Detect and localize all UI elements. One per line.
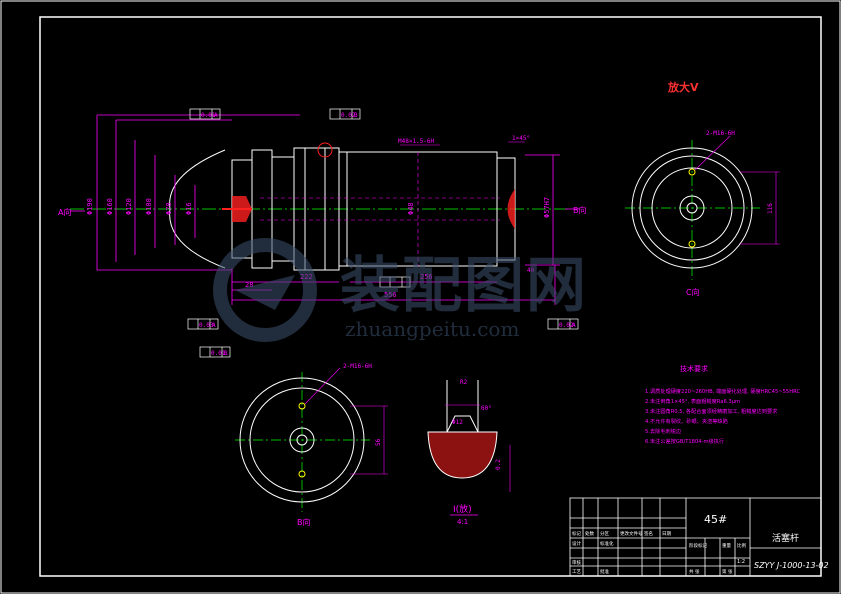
svg-text:0.01: 0.01 [211, 350, 226, 357]
detail-dim-b: Φ12 [452, 419, 463, 426]
svg-text:A: A [212, 322, 216, 329]
tb-designer: 设计 [572, 540, 581, 547]
dim-d-mid: Φ48 [407, 202, 415, 215]
detail-dim-c: 0.2 [495, 459, 502, 470]
title-drawing-no: SZYY J-1000-13-02 [754, 561, 829, 570]
view-b-dim: 56 [375, 438, 382, 446]
note-1: 1.调质处理硬度220~260HB, 端面硬化处理, 硬度HRC45~55HRC [645, 387, 800, 395]
left-dimension-lines [96, 114, 560, 305]
tb-sheet-total: 共 张 [689, 568, 700, 575]
dim-d-left3: Φ70 [165, 202, 173, 215]
view-v-title: 放大V [667, 80, 699, 94]
title-part-name: 活塞杆 [772, 532, 799, 544]
dim-d-tail: Φ100 [145, 198, 153, 215]
note-5: 5.去除毛刺锐边 [645, 427, 682, 435]
view-v-dim: 116 [767, 203, 774, 214]
tb-sheet-no: 第 张 [722, 568, 733, 575]
dim-d-outer: Φ120 [125, 198, 133, 215]
detail-i-label: I(放) [453, 503, 472, 515]
tb-checker: 审核 [572, 559, 581, 566]
tb-std: 标准化 [600, 540, 614, 547]
dim-d-left1: Φ190 [86, 198, 94, 215]
tb-mark: 标记 [572, 530, 581, 537]
detail-circle-i [317, 142, 333, 158]
dim-l-total: 556 [384, 291, 397, 299]
dim-d-left2: Φ160 [106, 198, 114, 215]
section-a-arrow-label: A向 [58, 207, 71, 217]
dim-l-c: 256 [420, 273, 433, 281]
inner-frame [39, 16, 822, 577]
tb-stage: 阶段标记 [689, 542, 707, 549]
dim-l-d: 40 [527, 267, 535, 274]
right-thread-section [507, 189, 515, 229]
tb-sign: 签名 [644, 530, 653, 537]
view-v: 放大V 2-M16-6H 116 C向 [625, 80, 780, 297]
title-material: 45# [704, 513, 727, 526]
left-flange-arc [169, 149, 226, 269]
tolerance-frame-left: 0.03 A [187, 318, 219, 330]
tb-process: 工艺 [572, 569, 581, 575]
dim-d-small: Φ16 [185, 202, 193, 215]
main-view: Φ190 Φ160 Φ120 Φ100 Φ70 Φ16 Φ48 Φ57H7 55… [58, 108, 587, 358]
tolerance-frame-mid: 0.02 B [329, 108, 361, 120]
dim-l-a: 28 [245, 281, 253, 289]
technical-notes: 技术要求 1.调质处理硬度220~260HB, 端面硬化处理, 硬度HRC45~… [645, 364, 800, 445]
svg-text:B: B [224, 350, 228, 357]
svg-text:0.02: 0.02 [341, 112, 356, 119]
dim-l-b: 222 [300, 273, 313, 281]
view-v-holes: 2-M16-6H [706, 130, 735, 137]
section-b-arrow-label: B向 [573, 205, 587, 215]
tolerance-frame-left2: 0.01 B [199, 346, 231, 358]
note-2: 2.未注倒角1×45°, 表面粗糙度Ra6.3μm [645, 397, 740, 405]
svg-text:0.01: 0.01 [201, 112, 216, 119]
svg-text:A: A [572, 322, 576, 329]
tb-weight: 重量 [722, 542, 731, 549]
note-6: 6.未注公差按GB/T1804-m级执行 [645, 437, 724, 445]
dim-d-right: Φ57H7 [543, 197, 551, 218]
title-block [569, 497, 822, 577]
tolerance-frame-top: 0.01 A [189, 108, 221, 120]
svg-text:A: A [214, 112, 218, 119]
notes-title: 技术要求 [680, 364, 708, 373]
svg-text:0.03: 0.03 [199, 322, 214, 329]
view-b-label: B向 [297, 517, 311, 527]
tb-approver: 批准 [600, 568, 609, 575]
tb-date: 日期 [662, 531, 671, 537]
view-b: 2-M16-6H 56 B向 [235, 363, 388, 527]
note-3: 3.未注圆角R0.5, 各配合面须经精磨加工, 粗糙度达到要求 [645, 407, 778, 415]
tb-scale-label: 比例 [737, 542, 746, 549]
svg-text:B: B [354, 112, 358, 119]
dim-thread: M48×1.5-6H [398, 138, 435, 145]
detail-dim-a: R2 [460, 379, 468, 386]
tolerance-frame-bottom [379, 276, 411, 288]
tb-zone: 分区 [600, 530, 609, 537]
view-b-holes: 2-M16-6H [343, 363, 372, 370]
detail-dim-d: 60° [481, 405, 492, 412]
detail-i: R2 Φ12 0.2 60° I(放) 4:1 [427, 379, 511, 526]
detail-i-scale: 4:1 [457, 518, 468, 526]
view-v-label: C向 [686, 287, 700, 297]
svg-text:0.02: 0.02 [559, 322, 574, 329]
dim-chamfer: 1×45° [512, 135, 530, 142]
note-4: 4.不允许有裂纹、砂眼、夹渣等缺陷 [645, 417, 728, 425]
tb-scale-value: 1:2 [737, 559, 745, 565]
tb-qty: 处数 [585, 530, 594, 537]
tolerance-frame-right: 0.02 A [547, 318, 579, 330]
tb-change-doc: 更改文件号 [620, 530, 643, 537]
